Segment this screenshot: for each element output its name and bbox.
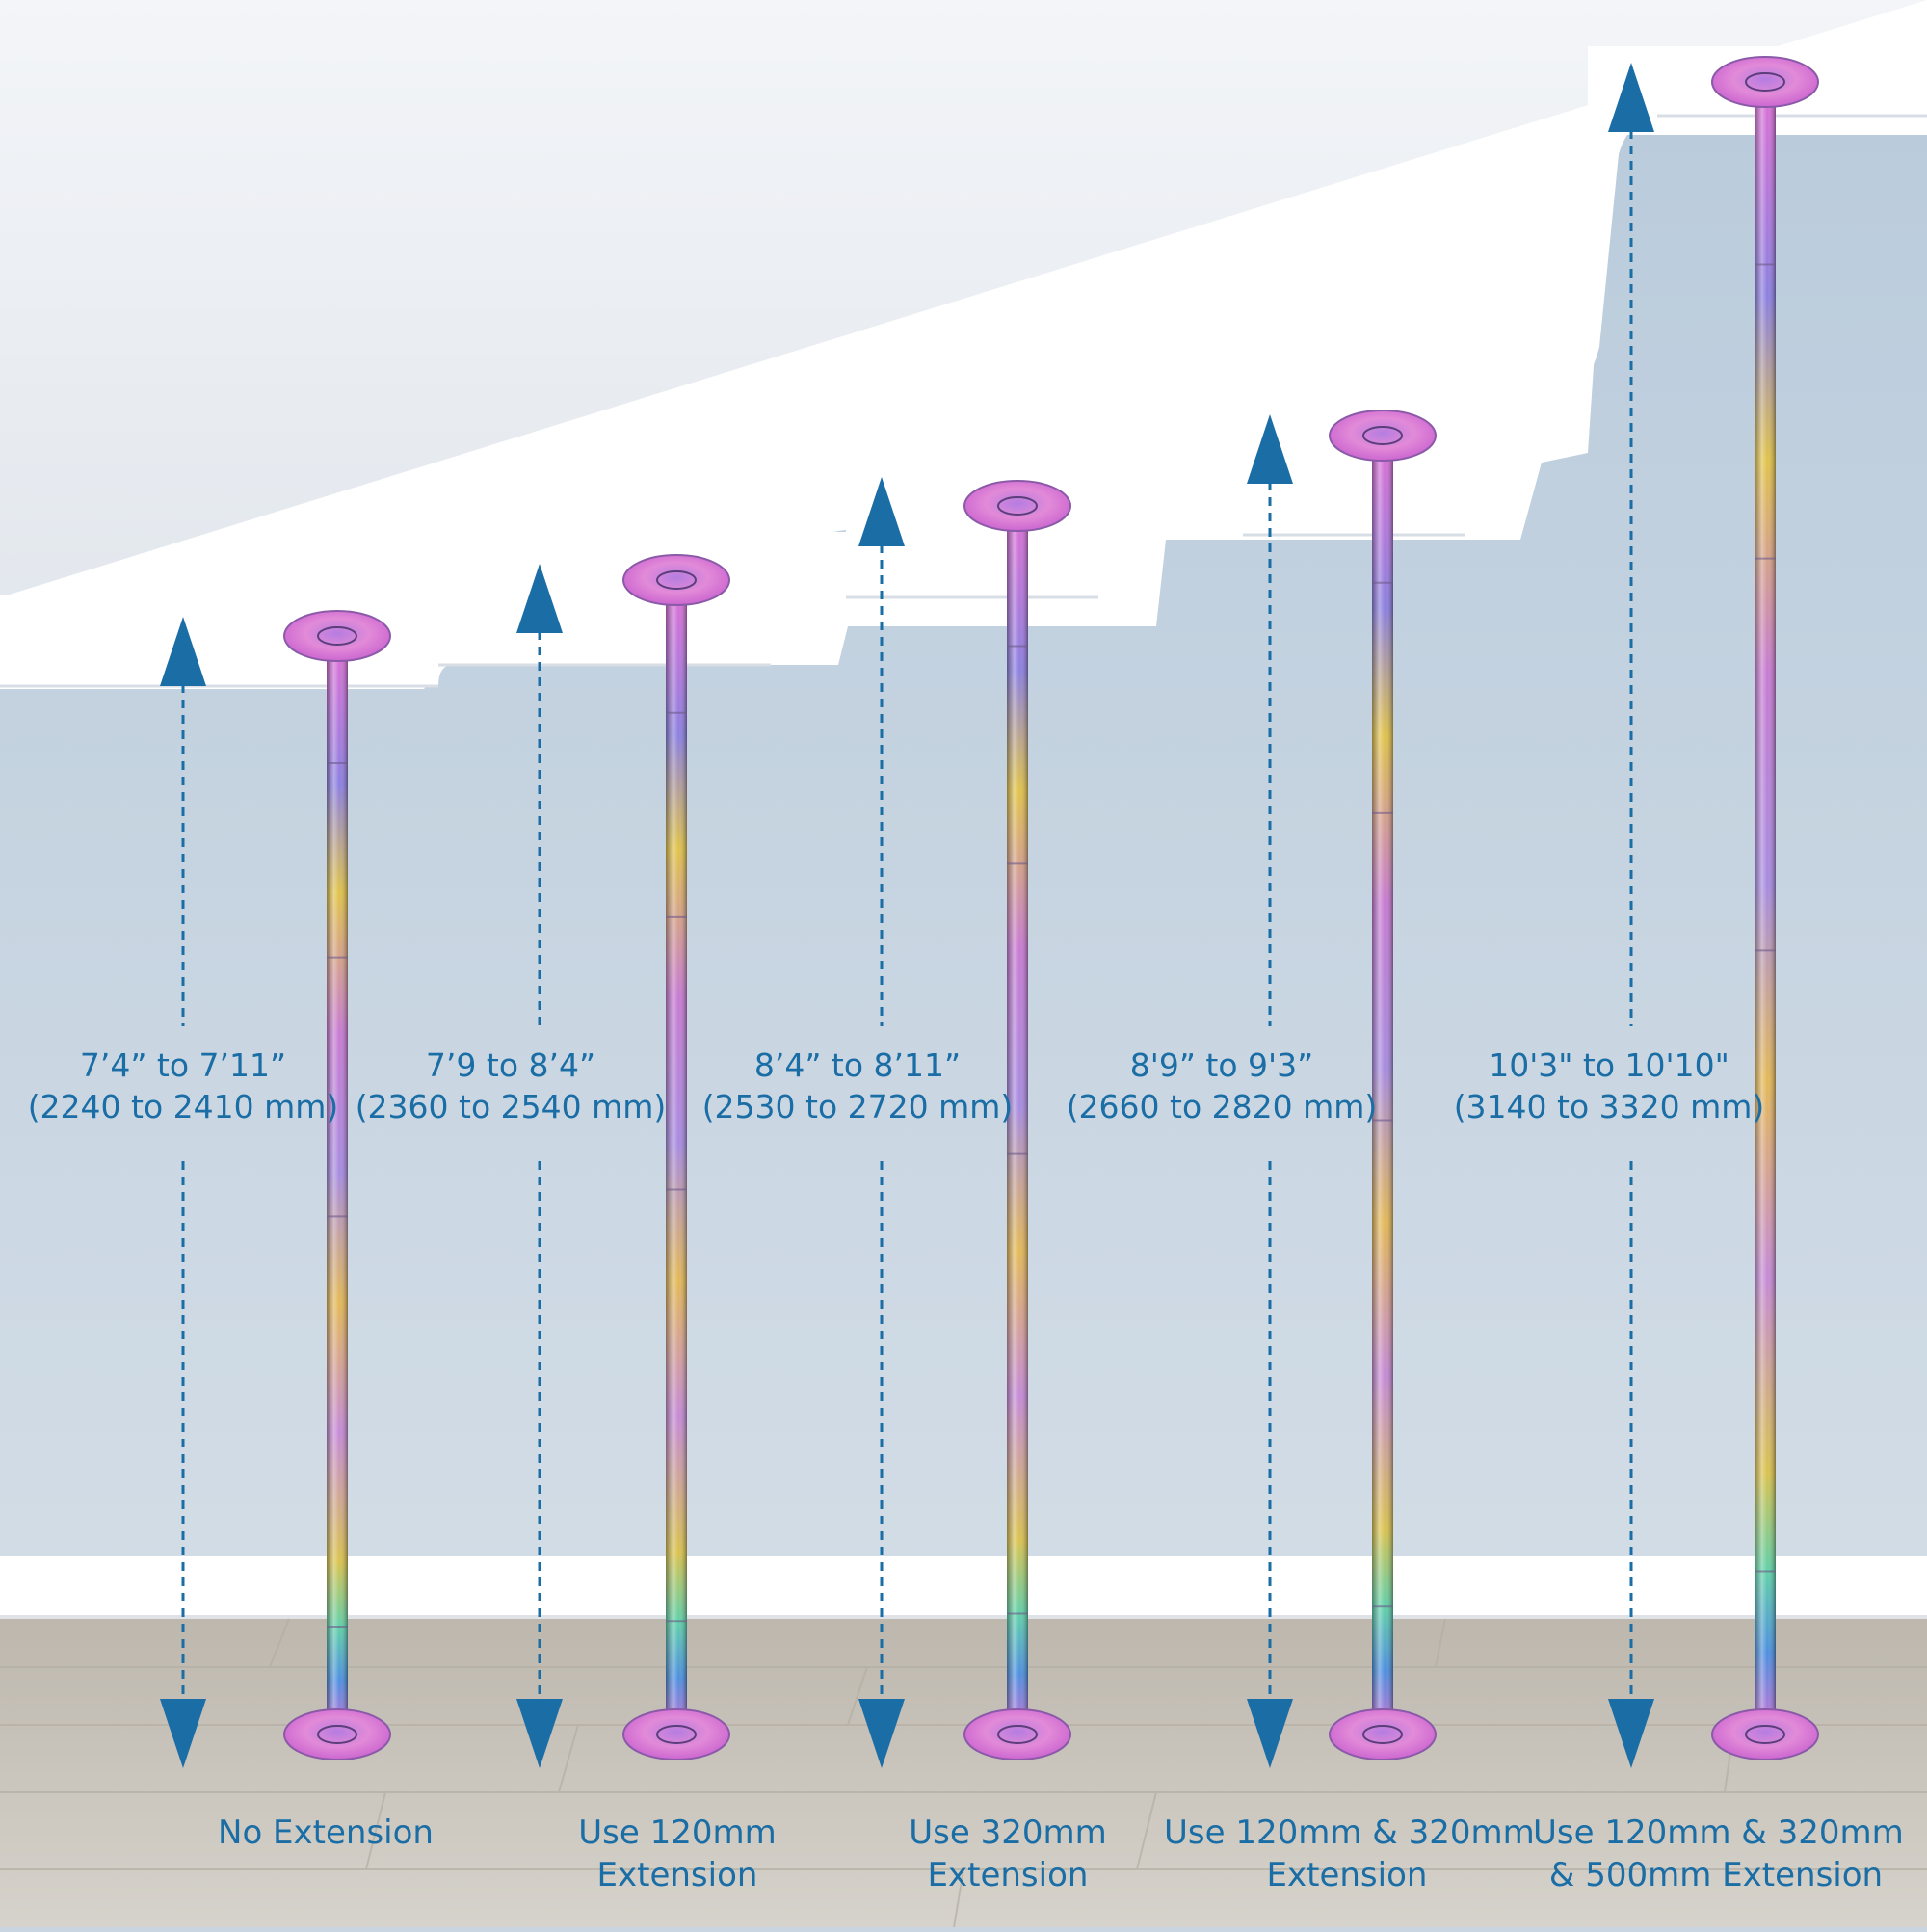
- floor-base-disc: [1711, 1708, 1819, 1760]
- arrow-head-up: [160, 617, 206, 686]
- poles-layer: [160, 56, 1819, 1768]
- arrow-head-down: [1247, 1699, 1293, 1768]
- height-range-label-2: 7’9 to 8’4”(2360 to 2540 mm): [337, 1045, 684, 1128]
- floor-base-disc: [964, 1708, 1071, 1760]
- height-range-label-5: 10'3" to 10'10"(3140 to 3320 mm): [1436, 1045, 1782, 1128]
- caption-line: Extension: [596, 1856, 758, 1895]
- ceiling-mount-disc: [622, 554, 730, 606]
- floor-base-hub: [1362, 1725, 1403, 1744]
- height-feet: 7’9 to 8’4”: [425, 1046, 596, 1084]
- arrow-head-down: [858, 1699, 905, 1768]
- baseboard: [0, 1556, 1927, 1619]
- pole-shading: [1372, 455, 1393, 1734]
- ceiling-mount-disc: [283, 610, 391, 662]
- arrow-head-up: [516, 564, 563, 633]
- ceiling-mount-hub: [656, 570, 697, 590]
- height-feet: 7’4” to 7’11”: [79, 1046, 287, 1084]
- ceiling-mount-hub: [997, 496, 1038, 516]
- height-feet: 8’4” to 8’11”: [753, 1046, 962, 1084]
- height-millimeters: (3140 to 3320 mm): [1453, 1087, 1765, 1125]
- pole-shading: [666, 599, 687, 1734]
- arrow-head-up: [1608, 63, 1654, 132]
- pole-group-4: [1247, 410, 1437, 1768]
- floor: [0, 1619, 1927, 1927]
- floor-base-disc: [1329, 1708, 1437, 1760]
- floor-base-hub: [656, 1725, 697, 1744]
- floor-base-hub: [317, 1725, 357, 1744]
- floor-base-hub: [1745, 1725, 1785, 1744]
- floor-base-hub: [997, 1725, 1038, 1744]
- molding-shadow: [0, 114, 1927, 688]
- caption-line: Extension: [927, 1856, 1089, 1895]
- extension-caption-5: Use 120mm & 320mm & 500mm Extension: [1533, 1812, 1904, 1896]
- height-arrow-5: [1608, 63, 1654, 1768]
- pole-shading: [1755, 101, 1776, 1734]
- height-millimeters: (2240 to 2410 mm): [27, 1087, 339, 1125]
- floor-base-disc: [622, 1708, 730, 1760]
- ceiling-mount-hub: [317, 626, 357, 646]
- height-millimeters: (2530 to 2720 mm): [701, 1087, 1014, 1125]
- height-range-label-4: 8'9” to 9'3”(2660 to 2820 mm): [1048, 1045, 1395, 1128]
- pole-group-2: [516, 554, 730, 1768]
- ceiling-mount-hub: [1362, 426, 1403, 445]
- caption-line: Use 120mm & 320mm: [1164, 1813, 1535, 1852]
- caption-line: & 500mm Extension: [1548, 1856, 1884, 1895]
- pole-shading: [1007, 525, 1028, 1734]
- height-millimeters: (2660 to 2820 mm): [1066, 1087, 1378, 1125]
- floor-base-disc: [283, 1708, 391, 1760]
- molding-step-3: [846, 461, 1231, 600]
- arrow-head-down: [516, 1699, 563, 1768]
- height-arrow-4: [1247, 414, 1293, 1768]
- height-range-label-3: 8’4” to 8’11”(2530 to 2720 mm): [684, 1045, 1031, 1128]
- caption-line: Extension: [1266, 1856, 1428, 1895]
- height-feet: 10'3" to 10'10": [1489, 1046, 1729, 1084]
- pole-group-1: [160, 610, 391, 1768]
- ceiling-mount-disc: [1329, 410, 1437, 462]
- height-millimeters: (2360 to 2540 mm): [355, 1087, 667, 1125]
- caption-line: Use 120mm & 320mm: [1533, 1813, 1904, 1852]
- arrow-head-up: [858, 477, 905, 546]
- height-arrow-1: [160, 617, 206, 1768]
- ceiling-mount-disc: [1711, 56, 1819, 108]
- height-arrow-3: [858, 477, 905, 1768]
- arrow-head-up: [1247, 414, 1293, 484]
- height-arrow-2: [516, 564, 563, 1768]
- caption-line: No Extension: [218, 1813, 434, 1852]
- extension-caption-1: No Extension: [143, 1812, 509, 1854]
- ceiling-mount-disc: [964, 480, 1071, 532]
- height-feet: 8'9” to 9'3”: [1129, 1046, 1314, 1084]
- caption-line: Use 320mm: [909, 1813, 1107, 1852]
- pole-group-3: [858, 477, 1071, 1768]
- arrow-head-down: [1608, 1699, 1654, 1768]
- pole-group-5: [1608, 56, 1819, 1768]
- ceiling-mount-hub: [1745, 72, 1785, 92]
- baseboard-shadow: [0, 1615, 1927, 1621]
- caption-line: Use 120mm: [578, 1813, 777, 1852]
- pole-shading: [327, 655, 348, 1734]
- arrow-head-down: [160, 1699, 206, 1768]
- height-range-label-1: 7’4” to 7’11”(2240 to 2410 mm): [10, 1045, 356, 1128]
